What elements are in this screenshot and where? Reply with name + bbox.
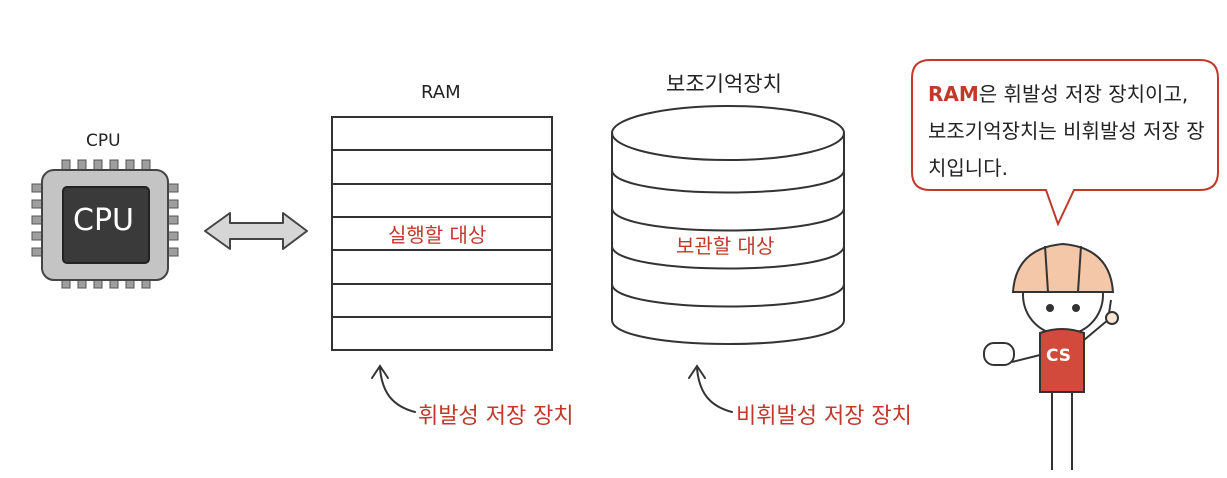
storage-note-arrow-icon bbox=[688, 364, 733, 413]
cpu-chip-icon bbox=[31, 159, 179, 289]
storage-note: 비휘발성 저장 장치 bbox=[736, 404, 912, 429]
cpu-chip-label: CPU bbox=[73, 203, 134, 238]
speech-body: 은 휘발성 저장 장치이고, 보조기억장치는 비휘발성 저장 장치입니다. bbox=[928, 82, 1205, 180]
storage-content-label: 보관할 대상 bbox=[676, 234, 775, 258]
speech-bubble bbox=[911, 59, 1219, 227]
character-figure bbox=[983, 242, 1119, 470]
double-arrow-icon bbox=[204, 212, 308, 250]
speech-text: RAM은 휘발성 저장 장치이고, 보조기억장치는 비휘발성 저장 장치입니다. bbox=[928, 76, 1208, 187]
ram-note: 휘발성 저장 장치 bbox=[418, 404, 574, 429]
speech-highlight: RAM bbox=[928, 82, 979, 106]
storage-title: 보조기억장치 bbox=[666, 72, 782, 96]
cs-badge: CS bbox=[1046, 346, 1072, 366]
ram-note-arrow-icon bbox=[371, 364, 416, 413]
ram-title: RAM bbox=[421, 82, 461, 103]
storage-cylinder-icon bbox=[611, 105, 845, 345]
ram-block bbox=[331, 116, 553, 351]
cpu-title: CPU bbox=[86, 131, 121, 151]
ram-content-label: 실행할 대상 bbox=[388, 223, 487, 247]
